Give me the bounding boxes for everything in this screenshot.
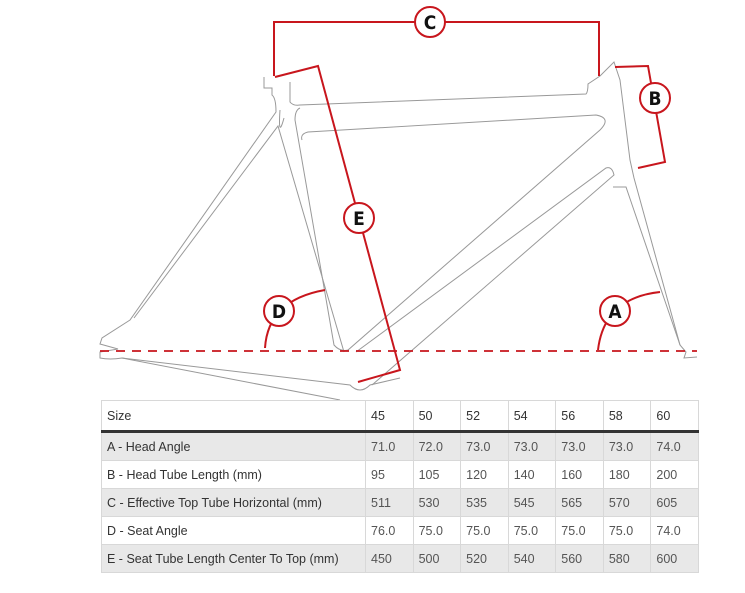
cell-value: 500 <box>412 544 462 573</box>
cell-value: 450 <box>365 544 414 573</box>
cell-value: 74.0 <box>650 516 699 545</box>
cell-value: 75.0 <box>555 516 604 545</box>
size-col: 56 <box>555 400 604 433</box>
label-a: A <box>599 295 631 327</box>
size-col: 58 <box>602 400 652 433</box>
cell-value: 560 <box>555 544 604 573</box>
cell-value: 95 <box>365 460 414 489</box>
cell-value: 75.0 <box>460 516 509 545</box>
table-row: C - Effective Top Tube Horizontal (mm)51… <box>101 488 699 517</box>
label-b: B <box>639 82 671 114</box>
cell-value: 180 <box>602 460 652 489</box>
table-row: E - Seat Tube Length Center To Top (mm)4… <box>101 544 699 573</box>
label-d: D <box>263 295 295 327</box>
cell-value: 75.0 <box>507 516 557 545</box>
svg-text:A: A <box>608 301 622 323</box>
dimension-lines <box>100 21 697 383</box>
row-label: C - Effective Top Tube Horizontal (mm) <box>101 488 366 517</box>
svg-text:B: B <box>648 88 661 110</box>
svg-text:C: C <box>424 12 437 34</box>
row-label: A - Head Angle <box>101 431 366 461</box>
cell-value: 74.0 <box>650 431 699 461</box>
cell-value: 530 <box>412 488 462 517</box>
cell-value: 75.0 <box>602 516 652 545</box>
size-col: 45 <box>365 400 414 433</box>
cell-value: 200 <box>650 460 699 489</box>
cell-value: 570 <box>602 488 652 517</box>
cell-value: 105 <box>412 460 462 489</box>
cell-value: 605 <box>650 488 699 517</box>
cell-value: 76.0 <box>365 516 414 545</box>
frame-outline <box>99 61 698 400</box>
cell-value: 73.0 <box>460 431 509 461</box>
cell-value: 511 <box>365 488 414 517</box>
row-label: D - Seat Angle <box>101 516 366 545</box>
svg-text:E: E <box>353 208 365 230</box>
cell-value: 600 <box>650 544 699 573</box>
cell-value: 535 <box>460 488 509 517</box>
cell-value: 580 <box>602 544 652 573</box>
label-e: E <box>343 202 375 234</box>
cell-value: 520 <box>460 544 509 573</box>
cell-value: 72.0 <box>412 431 462 461</box>
size-col: 52 <box>460 400 509 433</box>
cell-value: 73.0 <box>555 431 604 461</box>
label-c: C <box>414 6 446 38</box>
svg-text:D: D <box>272 301 286 323</box>
cell-value: 71.0 <box>365 431 414 461</box>
table-header: Size 45 50 52 54 56 58 60 <box>101 400 699 433</box>
row-label: B - Head Tube Length (mm) <box>101 460 366 489</box>
size-header: Size <box>101 400 366 433</box>
cell-value: 565 <box>555 488 604 517</box>
cell-value: 120 <box>460 460 509 489</box>
cell-value: 75.0 <box>412 516 462 545</box>
size-col: 54 <box>507 400 557 433</box>
cell-value: 540 <box>507 544 557 573</box>
row-label: E - Seat Tube Length Center To Top (mm) <box>101 544 366 573</box>
cell-value: 73.0 <box>507 431 557 461</box>
cell-value: 160 <box>555 460 604 489</box>
cell-value: 140 <box>507 460 557 489</box>
size-col: 50 <box>412 400 462 433</box>
bike-frame-diagram: C B E D A <box>99 6 698 400</box>
cell-value: 73.0 <box>602 431 652 461</box>
geometry-table: Size 45 50 52 54 56 58 60 A - Head Angle… <box>101 400 699 573</box>
size-col: 60 <box>650 400 699 433</box>
cell-value: 545 <box>507 488 557 517</box>
